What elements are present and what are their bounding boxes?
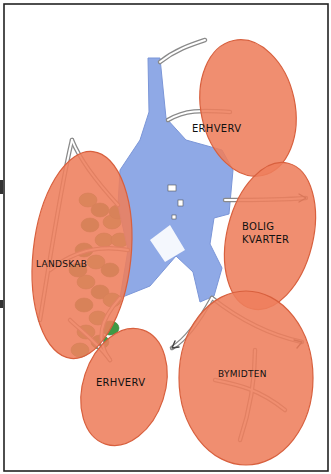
zone-region: LANDSKAB — [32, 150, 132, 360]
quay — [150, 225, 185, 262]
zone-region: BOLIG KVARTER — [226, 160, 314, 312]
zone-region: ERHVERV — [82, 326, 166, 448]
zone-label: BYMIDTEN — [218, 368, 298, 381]
frame-border — [4, 4, 328, 471]
zone-label: BOLIG KVARTER — [242, 220, 312, 246]
building — [168, 185, 176, 191]
zone-region: BYMIDTEN — [178, 290, 314, 466]
edge-mark — [0, 180, 3, 194]
zone-region: ERHVERV — [200, 38, 296, 178]
zone-shape — [32, 150, 132, 360]
edge-mark — [0, 300, 3, 308]
zone-outline — [188, 31, 309, 186]
building — [172, 215, 176, 219]
zone-label: ERHVERV — [192, 122, 272, 135]
zone-outline — [179, 291, 313, 465]
zone-outline — [66, 317, 181, 456]
zone-label: LANDSKAB — [36, 258, 116, 271]
building — [178, 200, 183, 206]
zone-shape — [200, 38, 296, 178]
zone-label: ERHVERV — [96, 376, 162, 389]
